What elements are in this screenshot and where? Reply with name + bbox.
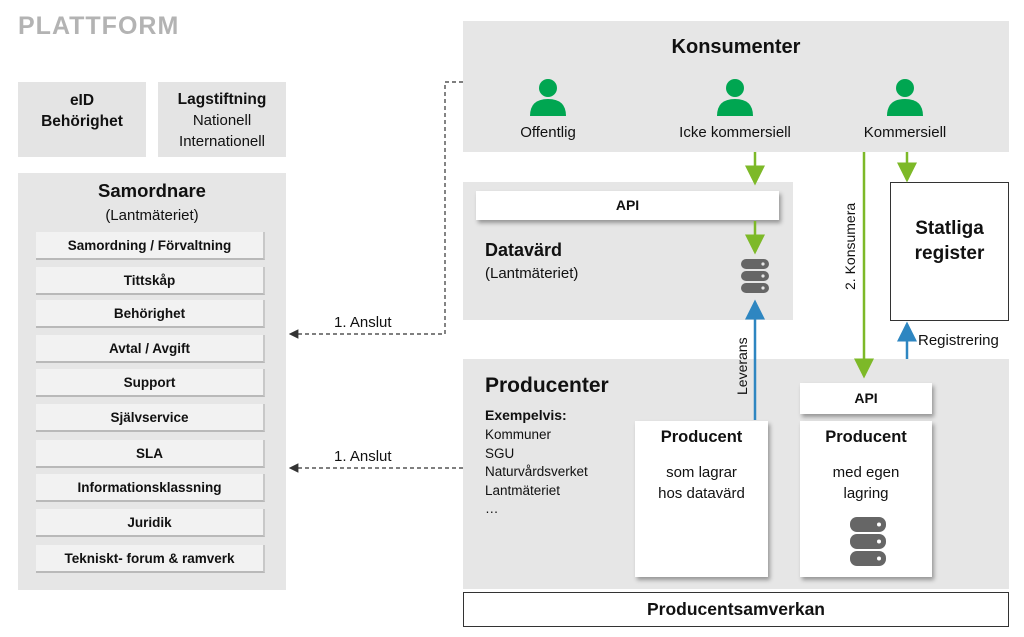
eid-label: eID <box>69 92 95 109</box>
producent-b-line2: lagring <box>843 485 889 502</box>
example-item: Kommuner <box>485 427 552 442</box>
samordnare-item-sla: SLA <box>36 440 265 468</box>
samordnare-item-tittskap: Tittskåp <box>36 267 265 295</box>
examples-list: Kommuner SGU Naturvårdsverket Lantmäteri… <box>485 426 588 519</box>
database-icon <box>741 259 769 293</box>
samordnare-item-sjalvservice: Självservice <box>36 404 265 432</box>
konsument-kommersiell-label: Kommersiell <box>863 124 947 141</box>
person-icon <box>530 79 566 116</box>
example-item: Lantmäteriet <box>485 482 561 498</box>
producent-b-line1: med egen <box>832 464 900 481</box>
anslut-top-label: 1. Anslut <box>334 314 392 331</box>
datavard-subtitle: (Lantmäteriet) <box>485 265 579 282</box>
database-icon <box>850 517 886 566</box>
producenter-title: Producenter <box>485 374 609 397</box>
register-label: register <box>914 243 985 264</box>
samordnare-item-avtal: Avtal / Avgift <box>36 335 265 363</box>
samordnare-item-tekniskt-forum: Tekniskt- forum & ramverk <box>36 545 265 573</box>
konsumera-label: 2. Konsumera <box>842 203 858 290</box>
producent-datavard-box: Producent som lagrar hos datavärd <box>635 421 768 577</box>
producent-a-title: Producent <box>660 428 743 446</box>
samordnare-title: Samordnare <box>98 180 206 201</box>
registrering-label: Registrering <box>918 332 999 349</box>
person-icon <box>887 79 923 116</box>
samordnare-subtitle: (Lantmäteriet) <box>105 207 199 224</box>
konsument-offentlig-label: Offentlig <box>520 124 576 141</box>
samordnare-item-juridik: Juridik <box>36 509 265 537</box>
statliga-label: Statliga <box>915 218 984 239</box>
statliga-register-box: Statliga register <box>890 182 1009 321</box>
example-item: Naturvårdsverket <box>485 464 588 479</box>
datavard-api-box: API <box>476 191 779 220</box>
example-item: … <box>485 501 499 516</box>
producentsamverkan-bar: Producentsamverkan <box>463 592 1009 627</box>
exempelvis-label: Exempelvis: <box>485 407 567 423</box>
example-item: SGU <box>485 445 515 461</box>
producent-a-line1: som lagrar <box>666 464 737 481</box>
producent-a-line2: hos datavärd <box>658 485 745 502</box>
producent-b-title: Producent <box>825 428 907 446</box>
lagstiftning-nationell: Nationell <box>192 112 252 129</box>
platform-title: PLATTFORM <box>18 12 180 40</box>
lagstiftning-box: Lagstiftning Nationell Internationell <box>158 82 286 157</box>
eid-box: eID Behörighet <box>18 82 146 157</box>
samordnare-item-samordning: Samordning / Förvaltning <box>36 232 265 260</box>
samordnare-item-support: Support <box>36 369 265 397</box>
anslut-top-connector <box>288 81 463 339</box>
konsumenter-title: Konsumenter <box>671 36 801 58</box>
konsument-icke-kommersiell-label: Icke kommersiell <box>679 124 791 141</box>
lagstiftning-internationell: Internationell <box>179 133 265 150</box>
leverans-label: Leverans <box>734 337 750 395</box>
producent-api-box: API <box>800 383 932 414</box>
samordnare-item-informationsklassning: Informationsklassning <box>36 474 265 502</box>
person-icon <box>717 79 753 116</box>
lagstiftning-title: Lagstiftning <box>177 91 267 108</box>
datavard-title: Datavärd <box>485 240 563 260</box>
samordnare-item-behorighet: Behörighet <box>36 300 265 328</box>
behorighet-label: Behörighet <box>41 113 123 130</box>
anslut-bottom-label: 1. Anslut <box>334 448 392 465</box>
